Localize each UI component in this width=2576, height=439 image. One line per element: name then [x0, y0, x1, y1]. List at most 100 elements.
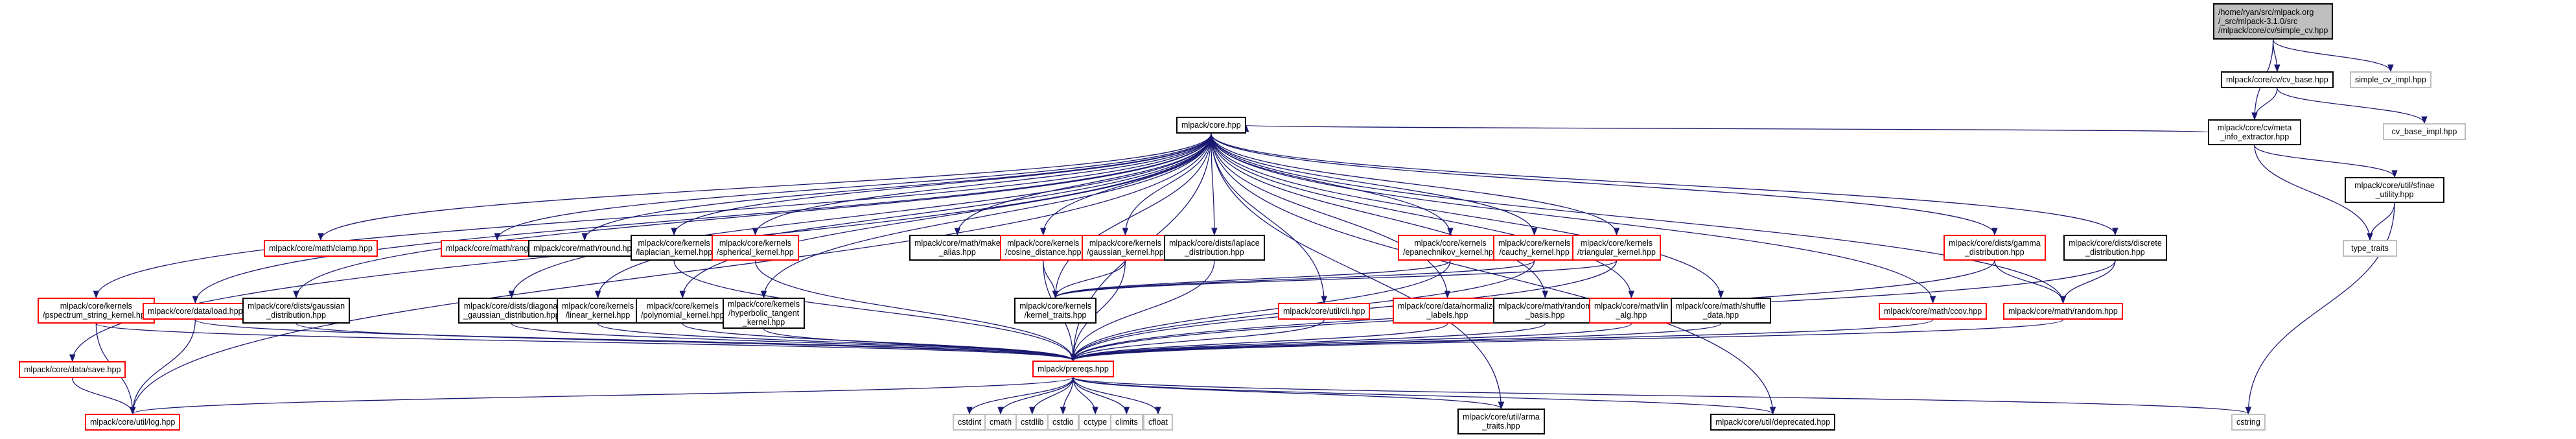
arrowhead-icon: [671, 228, 677, 236]
edge-load-to-prereqs: [194, 319, 1074, 361]
arrowhead-icon: [2391, 170, 2398, 178]
edge-core-to-log: [132, 133, 1212, 414]
edge-prereqs-to-cstring: [1073, 377, 2249, 414]
graph-node-save[interactable]: mlpack/core/data/save.hpp: [19, 361, 126, 378]
graph-node-cctype: cctype: [1078, 414, 1113, 431]
graph-node-pspectrum[interactable]: mlpack/core/kernels /pspectrum_string_ke…: [38, 298, 155, 324]
edge-core-to-laplacian: [673, 133, 1212, 235]
edge-core-to-arma_traits: [1211, 133, 1502, 409]
edge-prereqs-to-cstdint: [969, 377, 1074, 414]
graph-node-polynomial[interactable]: mlpack/core/kernels /polynomial_kernel.h…: [636, 298, 730, 324]
graph-node-shuffle[interactable]: mlpack/core/math/shuffle _data.hpp: [1671, 298, 1771, 324]
graph-node-cmath: cmath: [984, 414, 1017, 431]
graph-node-kernel-traits[interactable]: mlpack/core/kernels /kernel_traits.hpp: [1014, 298, 1097, 324]
graph-node-log[interactable]: mlpack/core/util/log.hpp: [85, 414, 181, 431]
graph-node-sfinae[interactable]: mlpack/core/util/sfinae _utility.hpp: [2345, 177, 2444, 203]
edge-core-to-normalize: [1211, 133, 1448, 298]
graph-node-linear[interactable]: mlpack/core/kernels /linear_kernel.hpp: [557, 298, 640, 324]
arrowhead-icon: [1444, 291, 1451, 299]
graph-node-epanechnikov[interactable]: mlpack/core/kernels /epanechnikov_kernel…: [1398, 235, 1503, 261]
graph-node-lin-alg[interactable]: mlpack/core/math/lin _alg.hpp: [1589, 298, 1674, 324]
arrowhead-icon: [1717, 291, 1724, 299]
arrowhead-icon: [2060, 296, 2067, 304]
edge-prereqs-to-log: [132, 377, 1074, 414]
graph-node-gamma-d[interactable]: mlpack/core/dists/gamma _distribution.hp…: [1944, 235, 2046, 261]
graph-node-cv-base-impl: cv_base_impl.hpp: [2383, 123, 2466, 140]
edge-pspectrum-to-prereqs: [95, 323, 1074, 361]
graph-node-triangular[interactable]: mlpack/core/kernels /triangular_kernel.h…: [1572, 235, 1661, 261]
edge-core-to-triangular: [1211, 133, 1618, 235]
edge-diag_gauss-to-prereqs: [511, 323, 1074, 361]
graph-node-discrete-d[interactable]: mlpack/core/dists/discrete _distribution…: [2063, 235, 2167, 261]
graph-node-diag-gauss[interactable]: mlpack/core/dists/diagonal _gaussian_dis…: [458, 298, 565, 324]
edge-laplace_d-to-prereqs: [1073, 260, 1215, 361]
graph-node-normalize[interactable]: mlpack/core/data/normalize _labels.hpp: [1393, 298, 1502, 324]
edge-core-to-polynomial: [682, 133, 1212, 298]
arrowhead-icon: [1447, 228, 1454, 236]
arrowhead-icon: [1060, 407, 1067, 415]
edge-core-to-diag_gauss: [511, 133, 1212, 298]
arrowhead-icon: [1542, 291, 1548, 299]
arrowhead-icon: [679, 291, 686, 299]
arrowhead-icon: [1028, 407, 1036, 415]
edge-core-to-shuffle: [1211, 133, 1722, 298]
graph-node-cfloat: cfloat: [1143, 414, 1173, 431]
edge-prereqs-to-cfloat: [1073, 377, 1159, 414]
graph-node-core[interactable]: mlpack/core.hpp: [1176, 117, 1246, 134]
edge-prereqs-to-deprecated: [1073, 377, 1774, 414]
arrowhead-icon: [1123, 407, 1130, 415]
edge-gamma_d-to-random: [1994, 260, 2064, 303]
arrowhead-icon: [1531, 228, 1538, 236]
graph-node-cstdio: cstdio: [1047, 414, 1079, 431]
graph-node-clamp[interactable]: mlpack/core/math/clamp.hpp: [264, 240, 378, 257]
arrowhead-icon: [129, 407, 136, 415]
graph-node-load[interactable]: mlpack/core/data/load.hpp: [143, 303, 248, 320]
graph-node-hyperbolic[interactable]: mlpack/core/kernels /hyperbolic_tangent …: [723, 298, 806, 329]
graph-node-cv-base[interactable]: mlpack/core/cv/cv_base.hpp: [2221, 71, 2334, 88]
edge-core-to-cosine: [1043, 133, 1212, 235]
arrowhead-icon: [1929, 296, 1936, 304]
graph-node-ccov[interactable]: mlpack/core/math/ccov.hpp: [1879, 303, 1988, 320]
graph-node-gaussian-d[interactable]: mlpack/core/dists/gaussian _distribution…: [242, 298, 351, 324]
graph-node-cli[interactable]: mlpack/core/util/cli.hpp: [1278, 303, 1371, 320]
edge-save-to-log: [72, 377, 133, 414]
edge-core-to-kernel_traits: [1054, 133, 1212, 298]
graph-node-arma-traits[interactable]: mlpack/core/util/arma _traits.hpp: [1457, 409, 1545, 434]
edge-gaussian_k-to-kernel_traits: [1054, 260, 1126, 298]
arrowhead-icon: [1039, 228, 1047, 236]
graph-node-spherical[interactable]: mlpack/core/kernels /spherical_kernel.hp…: [712, 235, 799, 261]
edge-triangular-to-kernel_traits: [1054, 260, 1618, 298]
edge-core-to-laplace_d: [1211, 133, 1215, 235]
arrowhead-icon: [1155, 407, 1161, 415]
arrowhead-icon: [93, 291, 100, 299]
arrowhead-icon: [2367, 233, 2373, 241]
arrowhead-icon: [1321, 296, 1327, 304]
arrowhead-icon: [1498, 401, 1505, 410]
edge-random_basis-to-prereqs: [1073, 323, 1546, 361]
graph-node-round[interactable]: mlpack/core/math/round.hpp: [528, 240, 642, 257]
arrowhead-icon: [1122, 228, 1129, 236]
graph-node-make-alias[interactable]: mlpack/core/math/make _alias.hpp: [909, 235, 1006, 261]
edge-meta_info-to-core: [1246, 125, 2209, 133]
graph-node-root[interactable]: /home/ryan/src/mlpack.org /_src/mlpack-3…: [2213, 3, 2334, 40]
edge-discrete_d-to-random: [2062, 260, 2116, 303]
graph-node-meta-info[interactable]: mlpack/core/cv/meta _info_extractor.hpp: [2208, 119, 2301, 145]
graph-node-laplacian[interactable]: mlpack/core/kernels /laplacian_kernel.hp…: [631, 235, 718, 261]
graph-node-cosine[interactable]: mlpack/core/kernels /cosine_distance.hpp: [1000, 235, 1087, 261]
graph-node-cauchy[interactable]: mlpack/core/kernels /cauchy_kernel.hpp: [1493, 235, 1576, 261]
graph-node-simple-cv-impl: simple_cv_impl.hpp: [2350, 71, 2431, 88]
graph-node-prereqs[interactable]: mlpack/prereqs.hpp: [1032, 361, 1114, 377]
graph-node-gaussian-k[interactable]: mlpack/core/kernels /gaussian_kernel.hpp: [1082, 235, 1169, 261]
graph-node-deprecated[interactable]: mlpack/core/util/deprecated.hpp: [1710, 414, 1836, 431]
edge-cli-to-prereqs: [1073, 319, 1325, 361]
graph-node-cstdint: cstdint: [953, 414, 987, 431]
arrowhead-icon: [318, 233, 324, 241]
edge-core-to-random: [1211, 133, 2064, 303]
graph-node-random-basis[interactable]: mlpack/core/math/random _basis.hpp: [1493, 298, 1597, 324]
edge-meta_info-to-sfinae: [2254, 145, 2395, 178]
edge-load-to-log: [132, 319, 196, 414]
graph-node-laplace-d[interactable]: mlpack/core/dists/laplace _distribution.…: [1164, 235, 1265, 261]
arrowhead-icon: [1211, 228, 1218, 236]
graph-node-random[interactable]: mlpack/core/math/random.hpp: [2003, 303, 2123, 320]
